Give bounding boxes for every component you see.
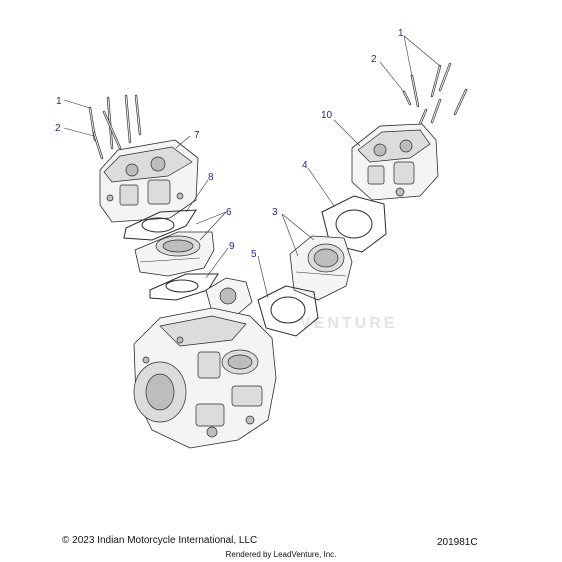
callout-3: 3 bbox=[272, 207, 278, 218]
left-head-gasket[interactable] bbox=[123, 209, 197, 241]
callout-2-right: 2 bbox=[371, 54, 377, 65]
callout-2-left: 2 bbox=[55, 123, 61, 134]
right-cylinder-head[interactable] bbox=[351, 123, 439, 201]
callout-7: 7 bbox=[194, 130, 200, 141]
callout-9: 9 bbox=[229, 241, 235, 252]
leader-lines bbox=[63, 35, 441, 299]
callout-10: 10 bbox=[321, 110, 333, 121]
copyright-text: © 2023 Indian Motorcycle International, … bbox=[62, 535, 258, 546]
callout-8: 8 bbox=[208, 172, 214, 183]
callout-labels: 1 2 7 8 6 9 5 3 4 10 2 1 bbox=[55, 28, 404, 260]
right-short-bolt[interactable] bbox=[402, 90, 412, 106]
right-base-gasket[interactable] bbox=[257, 285, 319, 337]
left-cylinder[interactable] bbox=[134, 231, 215, 277]
watermark-text: VENTURE bbox=[300, 315, 397, 332]
rendered-by-text: Rendered by LeadVenture, Inc. bbox=[225, 550, 337, 559]
callout-1-right: 1 bbox=[398, 28, 404, 39]
callout-1-left: 1 bbox=[56, 96, 62, 107]
callout-6: 6 bbox=[226, 207, 232, 218]
right-cylinder[interactable] bbox=[289, 235, 353, 301]
right-head-bolts[interactable] bbox=[410, 62, 468, 126]
callout-4: 4 bbox=[302, 160, 308, 171]
left-head-bolts[interactable] bbox=[88, 94, 142, 150]
left-short-bolt[interactable] bbox=[92, 131, 104, 160]
left-cylinder-head[interactable] bbox=[99, 139, 199, 223]
engine-crankcase[interactable] bbox=[133, 277, 277, 449]
diagram-part-number: 201981C bbox=[437, 537, 478, 548]
callout-5: 5 bbox=[251, 249, 257, 260]
